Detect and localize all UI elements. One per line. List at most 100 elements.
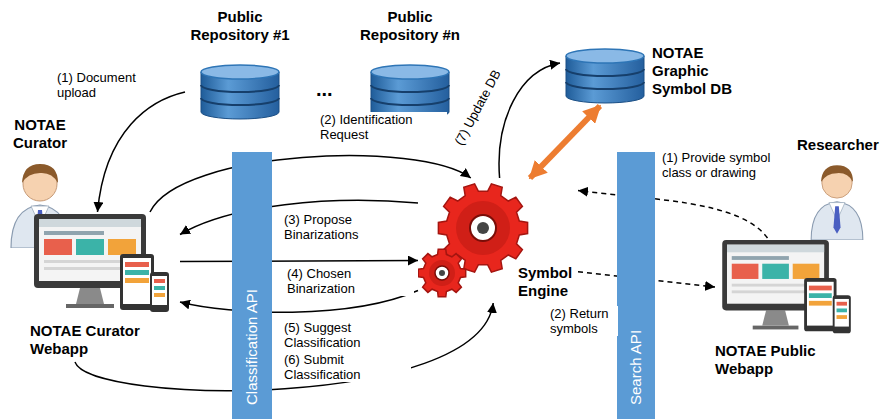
node-title: NOTAE Public Webapp	[715, 342, 840, 378]
icon-part	[154, 279, 165, 283]
icon-part	[125, 278, 149, 283]
icon-part	[44, 267, 124, 270]
icon-part	[809, 301, 832, 306]
icon-part	[125, 262, 149, 267]
icon-part	[833, 206, 840, 234]
node-title: Researcher	[797, 136, 883, 154]
api-label: Classification API	[243, 289, 261, 405]
label-anchor: (5) Suggest Classification	[282, 320, 411, 351]
icon-part	[470, 215, 496, 241]
icon-part	[566, 49, 644, 63]
api-bar: Classification API	[232, 152, 272, 419]
node-title: Public Repository #1	[185, 8, 295, 44]
node-title: Symbol Engine	[518, 264, 576, 300]
icon-part	[22, 164, 58, 183]
node-title: Public Repository #n	[355, 8, 465, 44]
icon-part	[837, 315, 847, 319]
icon-part	[477, 222, 489, 234]
label-anchor: (1) Document upload	[55, 70, 159, 101]
icon-part	[120, 254, 154, 310]
repository-database: Public Repository #1	[185, 8, 295, 120]
symbol-engine: Symbol Engine	[418, 178, 578, 303]
label-anchor: (7) Update DB	[434, 98, 521, 116]
flow-arrow	[75, 303, 493, 391]
icon-part	[837, 308, 847, 312]
person-icon	[805, 158, 869, 240]
edge-label: (3) Propose Binarizations	[282, 212, 406, 242]
icon-part	[371, 85, 449, 92]
edge-label: (7) Update DB	[451, 65, 505, 149]
icon-part	[762, 310, 789, 325]
icon-holder	[418, 178, 533, 300]
icon-part	[732, 264, 759, 279]
icon-part	[125, 270, 149, 275]
edge-label: (1) Document upload	[55, 70, 159, 100]
icon-part	[152, 276, 167, 305]
icon-part	[154, 286, 165, 290]
symbol-database: NOTAE Graphic Symbol DB	[560, 40, 750, 106]
label-anchor: ...	[316, 78, 333, 101]
icon-part	[811, 202, 863, 240]
icon-part	[833, 295, 851, 333]
icon-holder	[200, 64, 280, 120]
ellipsis-label: ...	[316, 78, 333, 101]
repository-database: Public Repository #n	[355, 8, 465, 120]
icon-part	[821, 165, 853, 182]
icon-holder	[565, 48, 645, 104]
label-anchor: (4) Chosen Binarization	[285, 266, 414, 297]
icon-holder	[717, 238, 857, 338]
gears-icon	[418, 178, 533, 300]
node-title: NOTAE Graphic Symbol DB	[652, 44, 748, 98]
curator-webapp: NOTAE Curator Webapp	[30, 212, 180, 362]
icon-part	[108, 239, 136, 255]
edge-label: (2) Return symbols	[548, 306, 618, 336]
icon-part	[809, 293, 832, 298]
icon-holder	[32, 212, 172, 317]
icon-part	[727, 245, 824, 253]
label-anchor: (6) Submit Classification	[282, 352, 411, 383]
icon-part	[439, 270, 445, 276]
icon-part	[201, 98, 279, 105]
icon-part	[807, 282, 834, 326]
api-label: Search API	[627, 330, 645, 405]
public-webapp: NOTAE Public Webapp	[715, 238, 865, 378]
icon-part	[456, 201, 510, 255]
flow-arrow	[150, 156, 471, 212]
icon-part	[44, 239, 72, 255]
label-anchor: (2) Return symbols	[548, 306, 618, 337]
dashed-arrow	[578, 191, 768, 239]
icon-part	[762, 264, 789, 279]
icon-part	[566, 82, 644, 89]
icon-part	[804, 278, 836, 331]
node-title: NOTAE Curator	[4, 116, 76, 152]
api-bar: Search API	[617, 152, 655, 419]
icon-part	[371, 98, 449, 105]
database-cylinder	[565, 48, 645, 104]
computer-devices-icon	[717, 238, 857, 338]
database-cylinder	[200, 64, 280, 120]
icon-part	[793, 264, 820, 279]
label-anchor: (3) Propose Binarizations	[282, 212, 406, 243]
label-anchor: (2) Identification Request	[318, 112, 447, 143]
edge-label: (1) Provide symbol class or drawing	[660, 150, 799, 180]
icon-part	[837, 302, 847, 306]
icon-part	[732, 290, 808, 293]
icon-part	[809, 286, 832, 291]
icon-part	[429, 260, 455, 286]
icon-part	[154, 293, 165, 297]
icon-part	[566, 69, 644, 76]
edge-label: (6) Submit Classification	[282, 352, 411, 382]
edge-label: (4) Chosen Binarization	[285, 266, 414, 296]
icon-part	[418, 249, 465, 296]
flow-arrow	[98, 92, 186, 212]
icon-part	[835, 299, 849, 327]
icon-part	[76, 239, 104, 255]
icon-part	[66, 304, 114, 308]
icon-part	[44, 231, 104, 235]
icon-part	[150, 272, 169, 312]
icon-holder	[805, 158, 869, 240]
icon-part	[39, 219, 141, 227]
icon-part	[76, 288, 104, 304]
computer-devices-icon	[32, 212, 172, 317]
icon-part	[201, 85, 279, 92]
